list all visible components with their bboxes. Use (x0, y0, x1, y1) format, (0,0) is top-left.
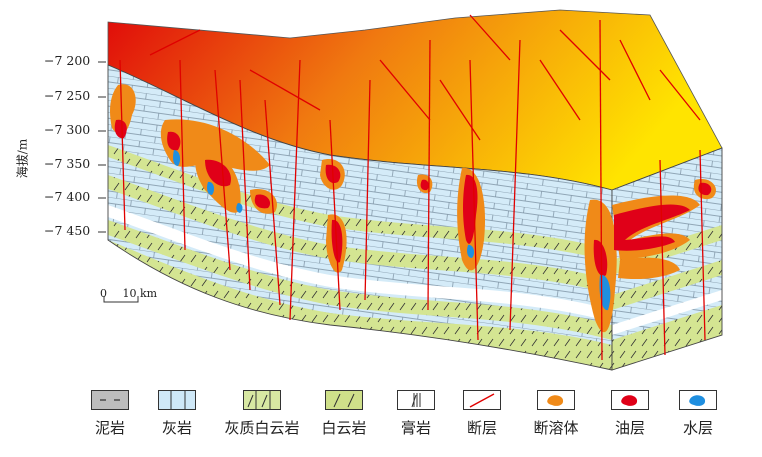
legend-label: 泥岩 (94, 419, 125, 437)
legend-item-oil-layer: 油层 (590, 390, 670, 438)
y-tick-label: −7 300 (44, 122, 91, 137)
oil-layers (114, 119, 712, 277)
legend-label: 白云岩 (321, 419, 367, 437)
calcareous-dolomite-swatch-icon (243, 390, 281, 410)
legend-label: 断溶体 (533, 419, 579, 437)
y-tick-label: −7 350 (44, 156, 91, 171)
legend-item-fault: 断层 (442, 390, 522, 438)
legend-label: 断层 (466, 419, 497, 437)
legend-item-water-layer: 水层 (658, 390, 738, 438)
scale-zero: 0 (100, 287, 107, 300)
scale-bar (103, 296, 139, 303)
legend-label: 膏岩 (400, 419, 431, 437)
y-tick-label: −7 400 (44, 189, 91, 204)
legend-label: 油层 (614, 419, 645, 437)
y-tick-label: −7 250 (44, 88, 91, 103)
oil-layer-swatch-icon (611, 390, 649, 410)
legend-label: 灰岩 (161, 419, 192, 437)
y-axis-ticks (98, 61, 106, 233)
scale-length: 10 km (122, 287, 158, 300)
legend-item-mudstone: 泥岩 (70, 390, 150, 438)
fault-karst-swatch-icon (537, 390, 575, 410)
legend-item-fault-karst: 断溶体 (512, 390, 600, 438)
legend: 泥岩 灰岩 灰质白云岩 白云岩 膏岩 断层 断溶体 (70, 390, 720, 450)
y-axis-label: 海拔/m (15, 138, 30, 179)
legend-label: 水层 (682, 419, 713, 437)
legend-item-limestone: 灰岩 (137, 390, 217, 438)
legend-item-dolomite: 白云岩 (304, 390, 384, 438)
gypsum-swatch-icon (397, 390, 435, 410)
scale-bar-labels: 0 10 km (100, 287, 157, 300)
fault-swatch-icon (463, 390, 501, 410)
legend-label: 灰质白云岩 (224, 419, 300, 437)
dolomite-swatch-icon (325, 390, 363, 410)
legend-item-gypsum: 膏岩 (376, 390, 456, 438)
water-layer-swatch-icon (679, 390, 717, 410)
legend-item-calcareous-dolomite: 灰质白云岩 (216, 390, 308, 438)
y-tick-label: −7 450 (44, 223, 91, 238)
y-tick-label: −7 200 (44, 53, 91, 68)
mudstone-swatch-icon (91, 390, 129, 410)
limestone-swatch-icon (158, 390, 196, 410)
fault-lines (119, 14, 706, 361)
